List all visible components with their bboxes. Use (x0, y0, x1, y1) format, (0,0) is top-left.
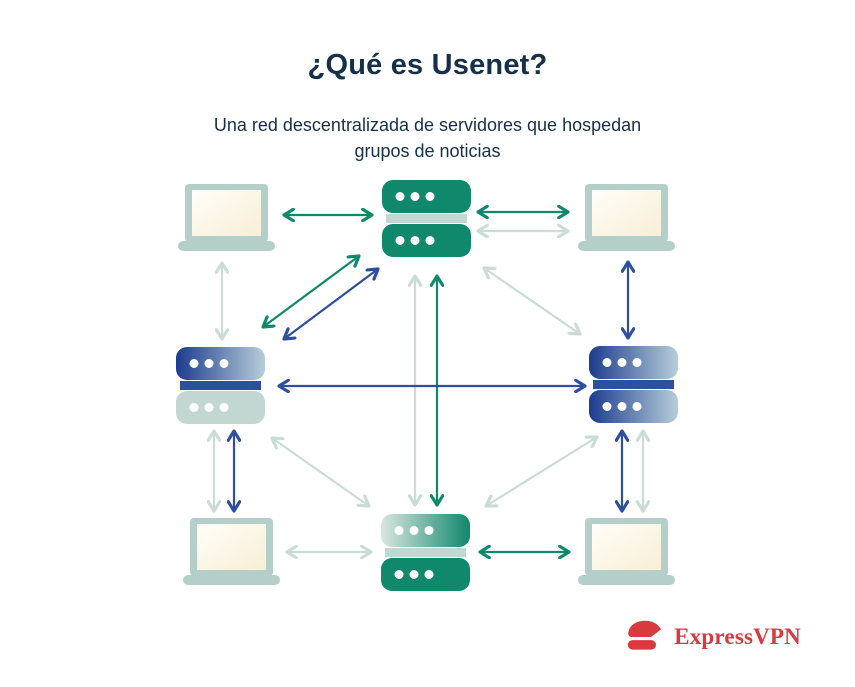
laptop-bottom-left (183, 518, 280, 585)
server-right (589, 346, 678, 423)
brand-footer: ExpressVPN (623, 616, 801, 658)
expressvpn-logo-icon (628, 620, 662, 650)
laptop-top-left (178, 184, 275, 251)
server-top (382, 180, 471, 257)
laptop-top-right (578, 184, 675, 251)
laptop-bottom-right (578, 518, 675, 585)
link-arrow-light (484, 268, 580, 334)
link-arrow-navy (284, 269, 378, 339)
link-arrow-green (263, 256, 359, 327)
link-arrow-light (272, 438, 369, 506)
page-title: ¿Qué es Usenet? (307, 49, 548, 82)
server-bottom (381, 514, 470, 591)
link-arrow-light (486, 437, 597, 506)
server-left (176, 347, 265, 424)
page-subtitle: Una red descentralizada de servidores qu… (213, 115, 642, 162)
brand-wordmark: ExpressVPN (674, 624, 801, 649)
